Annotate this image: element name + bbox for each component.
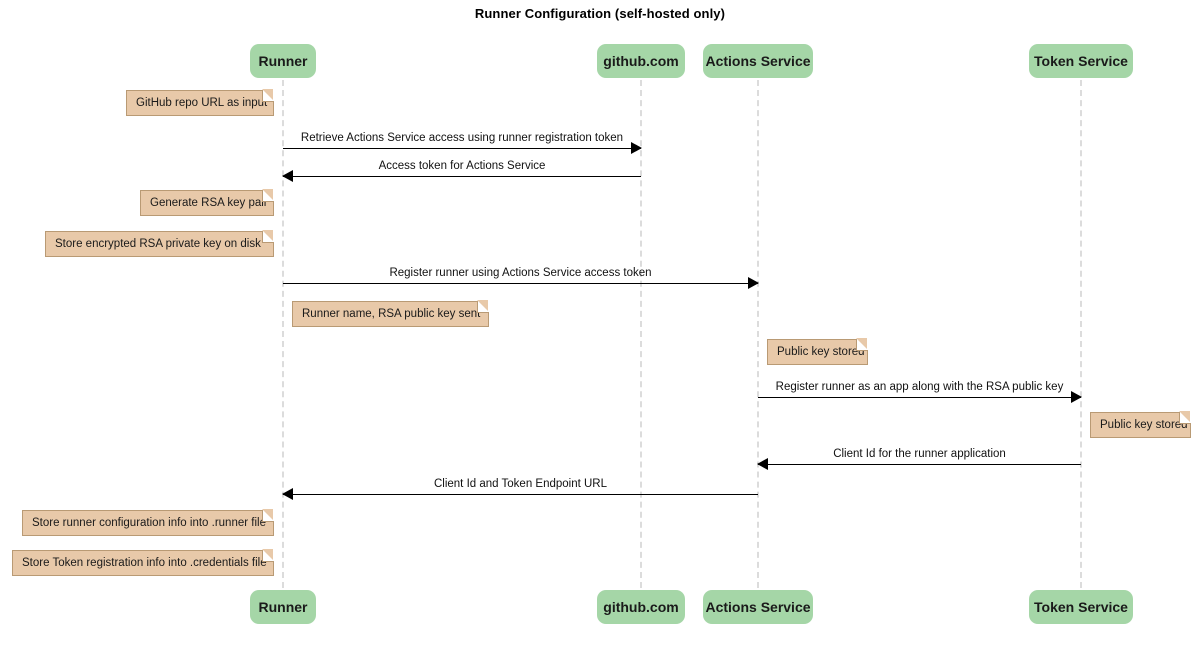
message-client-id-and-token-endpoint-url: Client Id and Token Endpoint URL xyxy=(282,477,758,503)
note-fold-corner-icon xyxy=(262,549,274,562)
note-text: Generate RSA key pair xyxy=(150,197,268,209)
note-store-runner-configuration-info-into-runner-file: Store runner configuration info into .ru… xyxy=(22,509,274,536)
message-line xyxy=(758,464,1081,465)
participant-label: Runner xyxy=(258,599,308,615)
participant-bottom-runner[interactable]: Runner xyxy=(250,590,316,624)
message-line xyxy=(758,397,1081,398)
note-text: Store Token registration info into .cred… xyxy=(22,557,267,569)
message-label: Client Id and Token Endpoint URL xyxy=(433,478,608,490)
message-line xyxy=(283,148,641,149)
lifeline-github-com xyxy=(640,80,642,588)
message-line xyxy=(283,176,641,177)
participant-label: Token Service xyxy=(1034,53,1128,69)
arrow-head-left-icon xyxy=(757,458,768,470)
message-register-runner-as-an-app-along-with-the-rsa-pub: Register runner as an app along with the… xyxy=(758,380,1082,406)
message-retrieve-actions-service-access-using-runner-reg: Retrieve Actions Service access using ru… xyxy=(283,131,642,157)
note-store-token-registration-info-into-credentials-f: Store Token registration info into .cred… xyxy=(12,549,274,576)
participant-label: github.com xyxy=(603,53,679,69)
note-text: Public key stored xyxy=(1100,419,1188,431)
note-public-key-stored: Public key stored xyxy=(767,338,868,365)
message-label: Register runner using Actions Service ac… xyxy=(389,267,652,279)
participant-top-token-service[interactable]: Token Service xyxy=(1029,44,1133,78)
message-label: Register runner as an app along with the… xyxy=(775,381,1064,393)
message-label: Access token for Actions Service xyxy=(378,160,546,172)
note-fold-corner-icon xyxy=(262,509,274,522)
note-fold-corner-icon xyxy=(262,189,274,202)
participant-label: Actions Service xyxy=(705,599,811,615)
note-text: Store encrypted RSA private key on disk xyxy=(55,238,261,250)
arrow-head-left-icon xyxy=(282,170,293,182)
note-generate-rsa-key-pair: Generate RSA key pair xyxy=(140,189,274,216)
participant-label: Runner xyxy=(258,53,308,69)
participant-bottom-actions-service[interactable]: Actions Service xyxy=(703,590,813,624)
note-fold-corner-icon xyxy=(262,89,274,102)
lifeline-runner xyxy=(282,80,284,588)
participant-top-github-com[interactable]: github.com xyxy=(597,44,685,78)
participant-bottom-token-service[interactable]: Token Service xyxy=(1029,590,1133,624)
message-line xyxy=(283,283,758,284)
arrow-head-right-icon xyxy=(748,277,759,289)
participant-label: Actions Service xyxy=(705,53,811,69)
note-fold-corner-icon xyxy=(1179,411,1191,424)
lifeline-token-service xyxy=(1080,80,1082,588)
lifeline-actions-service xyxy=(757,80,759,588)
arrow-head-left-icon xyxy=(282,488,293,500)
message-line xyxy=(283,494,758,495)
note-fold-corner-icon xyxy=(262,230,274,243)
participant-top-actions-service[interactable]: Actions Service xyxy=(703,44,813,78)
note-store-encrypted-rsa-private-key-on-disk: Store encrypted RSA private key on disk xyxy=(45,230,274,257)
participant-label: Token Service xyxy=(1034,599,1128,615)
note-text: Store runner configuration info into .ru… xyxy=(32,517,266,529)
note-fold-corner-icon xyxy=(477,300,489,313)
page-title: Runner Configuration (self-hosted only) xyxy=(474,6,726,21)
note-text: Runner name, RSA public key sent xyxy=(302,308,481,320)
note-text: GitHub repo URL as input xyxy=(136,97,268,109)
message-client-id-for-the-runner-application: Client Id for the runner application xyxy=(757,447,1081,473)
message-label: Retrieve Actions Service access using ru… xyxy=(300,132,624,144)
note-fold-corner-icon xyxy=(856,338,868,351)
note-text: Public key stored xyxy=(777,346,865,358)
note-runner-name-rsa-public-key-sent: Runner name, RSA public key sent xyxy=(292,300,489,327)
arrow-head-right-icon xyxy=(631,142,642,154)
participant-bottom-github-com[interactable]: github.com xyxy=(597,590,685,624)
note-public-key-stored: Public key stored xyxy=(1090,411,1191,438)
arrow-head-right-icon xyxy=(1071,391,1082,403)
message-access-token-for-actions-service: Access token for Actions Service xyxy=(282,159,641,185)
message-register-runner-using-actions-service-access-tok: Register runner using Actions Service ac… xyxy=(283,266,759,292)
message-label: Client Id for the runner application xyxy=(833,448,1006,460)
participant-top-runner[interactable]: Runner xyxy=(250,44,316,78)
participant-label: github.com xyxy=(603,599,679,615)
note-github-repo-url-as-input: GitHub repo URL as input xyxy=(126,89,274,116)
